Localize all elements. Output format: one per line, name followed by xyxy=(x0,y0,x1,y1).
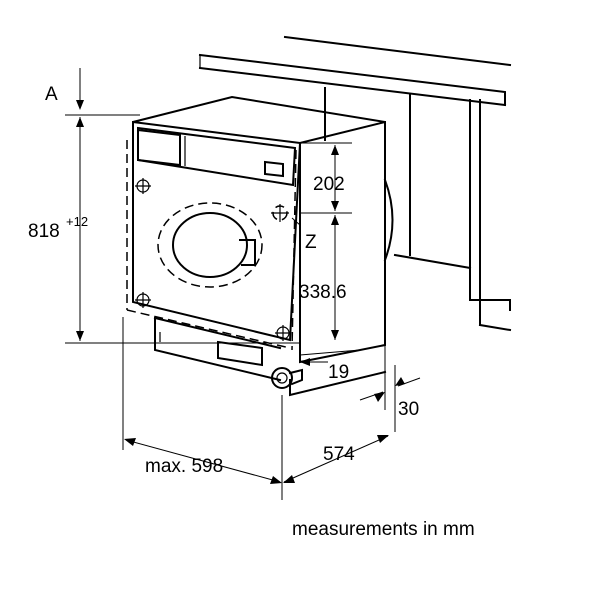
worktop-rear-edge xyxy=(283,35,512,67)
measurement-unit-caption: measurements in mm xyxy=(292,519,475,540)
depth-dimension-line xyxy=(283,435,389,483)
plinth-service-flap xyxy=(217,340,263,367)
top-clearance-label: 202 xyxy=(313,174,345,195)
cabinet-kick-line xyxy=(478,323,512,332)
machine-side-face xyxy=(299,121,386,364)
mounting-point-upper-right xyxy=(271,204,289,222)
detergent-drawer xyxy=(137,128,181,167)
porthole-outer xyxy=(157,202,263,288)
mounting-point-lower-right xyxy=(275,325,291,341)
machine-top-face xyxy=(132,95,386,145)
door-outline-bottom xyxy=(126,309,291,349)
width-label: max. 598 xyxy=(145,456,223,477)
worktop-front-edge xyxy=(198,66,507,107)
plinth-front xyxy=(154,317,282,382)
porthole-inner xyxy=(172,212,248,278)
worktop-top-surface xyxy=(198,53,506,106)
base-offset-label: 19 xyxy=(328,362,349,383)
rear-gap-line xyxy=(359,377,421,401)
control-panel xyxy=(137,126,297,187)
machine-base-side xyxy=(289,370,387,397)
height-tolerance-label: +12 xyxy=(66,214,88,229)
display-window xyxy=(264,160,284,178)
rear-hose xyxy=(383,178,394,262)
width-dimension-line xyxy=(125,439,281,483)
dimension-lines xyxy=(65,68,421,500)
drain-pump-knob-inner xyxy=(276,372,288,384)
rear-gap-label: 30 xyxy=(398,399,419,420)
worktop-and-cabinet xyxy=(198,35,512,332)
height-label: 818 xyxy=(28,221,60,242)
marker-a-label: A xyxy=(45,84,58,105)
cabinet-foot xyxy=(469,299,511,311)
machine-front-face xyxy=(132,121,302,342)
mounting-point-upper-left xyxy=(135,178,151,194)
offset-extension xyxy=(299,349,361,356)
marker-z-label: Z xyxy=(305,232,317,253)
mounting-point-lower-left xyxy=(135,292,151,308)
cabinet-base-top xyxy=(393,253,472,270)
washing-machine xyxy=(126,95,394,397)
door-outline-right xyxy=(291,149,297,351)
depth-label: 574 xyxy=(323,444,355,465)
door-hinge xyxy=(239,239,256,266)
z-height-label: 338.6 xyxy=(299,282,347,303)
drain-pump-knob xyxy=(271,367,293,389)
a-arrow-head xyxy=(76,100,84,110)
drain-hose-outlet xyxy=(288,368,303,386)
z-leader xyxy=(291,217,301,226)
